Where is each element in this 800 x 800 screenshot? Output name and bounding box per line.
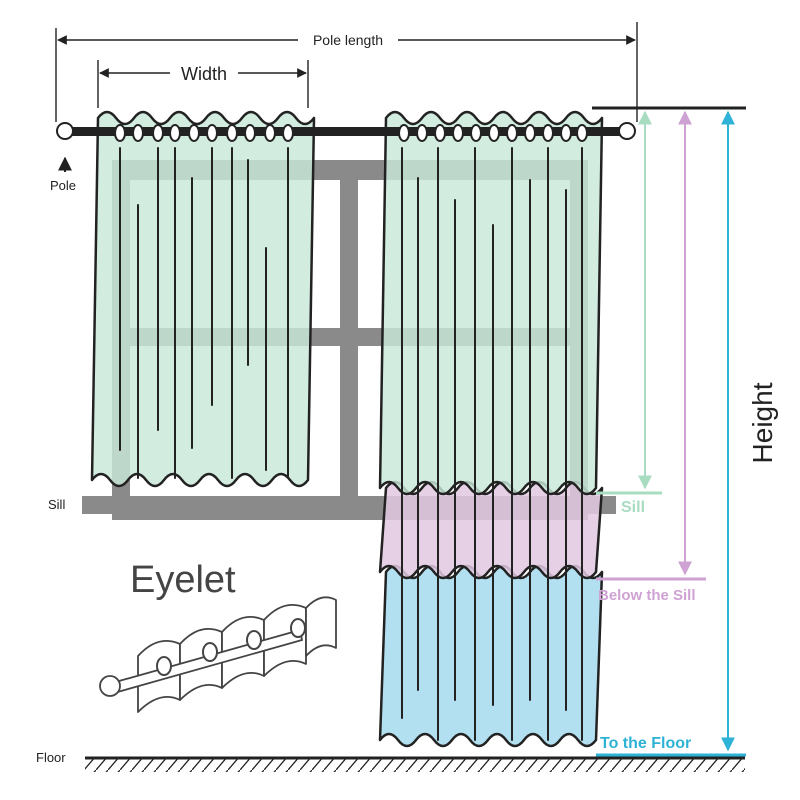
below-sill-measurement: Below the Sill — [596, 110, 706, 604]
below-sill-label: Below the Sill — [598, 587, 696, 604]
right-curtain-sill-zone — [378, 110, 604, 496]
eyelet-illustration: Eyelet — [99, 559, 337, 713]
width-dimension: Width — [97, 60, 309, 108]
width-label: Width — [181, 64, 227, 84]
floor-side-label: Floor — [36, 750, 66, 765]
floor — [85, 756, 745, 772]
pole-label: Pole — [50, 178, 76, 193]
sill-measurement: Sill — [596, 110, 662, 516]
curtain-eyelets — [114, 124, 588, 142]
right-curtain-folds — [401, 147, 583, 741]
sill-side-label: Sill — [48, 497, 65, 512]
eyelet-rings — [156, 618, 306, 676]
eyelet-title: Eyelet — [130, 559, 236, 601]
pole-length-dimension: Pole length — [55, 22, 638, 122]
right-curtain-panel — [378, 110, 604, 748]
curtain-pole — [56, 122, 636, 140]
pole-indicator: Pole — [50, 156, 76, 193]
left-curtain-panel — [90, 110, 316, 488]
left-curtain-folds — [119, 147, 289, 479]
left-curtain-body — [90, 110, 316, 488]
floor-measurement: To the Floor — [596, 110, 746, 757]
right-curtain-below-sill-zone — [378, 480, 604, 580]
sill-length-label: Sill — [621, 499, 645, 516]
to-floor-label: To the Floor — [600, 735, 691, 752]
pole-length-label: Pole length — [313, 32, 383, 48]
right-curtain-floor-zone — [378, 564, 604, 748]
height-label: Height — [747, 382, 778, 463]
